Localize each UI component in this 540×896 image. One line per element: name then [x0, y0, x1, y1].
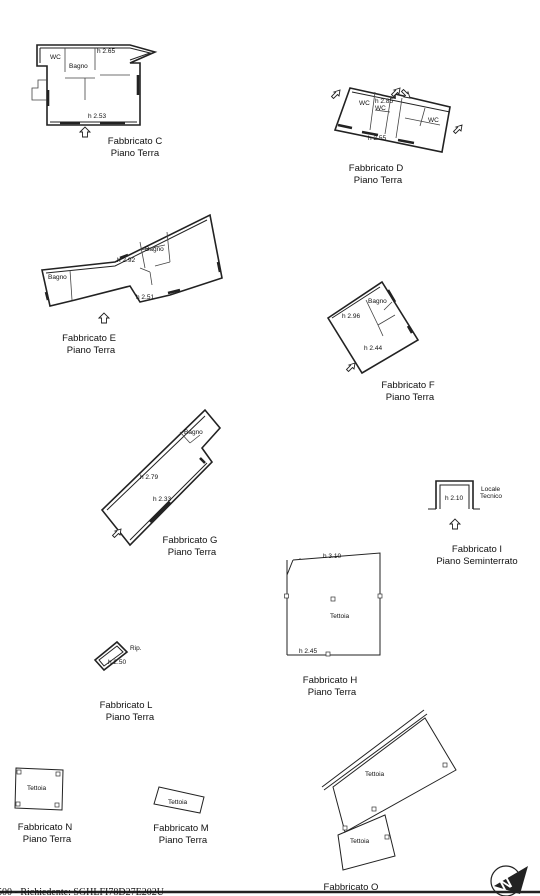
entrance-arrow-d4: [452, 124, 463, 135]
height-f-1: h 2.96: [342, 313, 360, 320]
label-i-room1: Locale: [481, 486, 501, 493]
entrance-arrow-d3: [400, 88, 411, 99]
caption-d-name: Fabbricato D: [349, 163, 404, 174]
caption-m-name: Fabbricato M: [153, 823, 209, 834]
label-l-room: Rip.: [130, 645, 142, 652]
caption-n-name: Fabbricato N: [18, 822, 73, 833]
height-f-2: h 2.44: [364, 345, 382, 352]
label-i-room2: Tecnico: [480, 493, 502, 500]
caption-i-floor: Piano Seminterrato: [436, 556, 517, 567]
label-d-wc2: WC: [375, 105, 386, 112]
height-i: h 2.10: [445, 495, 463, 502]
building-e: Bagno Bagno h 2.92 h 2.51 Fabbricato E P…: [41, 213, 223, 356]
building-c: WC Bagno h 2.65 h 2.53 Fabbricato C Pian…: [31, 44, 163, 159]
caption-c-floor: Piano Terra: [111, 148, 160, 159]
label-m-room: Tettoia: [168, 799, 188, 806]
height-h-1: h 3.10: [323, 553, 341, 560]
label-d-wc1: WC: [359, 100, 370, 107]
entrance-arrow-e: [97, 312, 111, 324]
height-l: h 2.50: [108, 659, 126, 666]
caption-g-name: Fabbricato G: [163, 535, 218, 546]
north-arrow-icon: N: [490, 865, 528, 896]
entrance-arrow-g: [111, 528, 122, 539]
caption-o-name: Fabbricato O: [324, 882, 379, 893]
label-h-room: Tettoia: [330, 613, 350, 620]
building-n: Tettoia Fabbricato N Piano Terra: [14, 767, 73, 845]
caption-i-name: Fabbricato I: [452, 544, 502, 555]
building-g: Bagno h 2.79 h 2.33 Fabbricato G Piano T…: [100, 408, 222, 558]
height-g-2: h 2.33: [153, 496, 171, 503]
height-e-1: h 2.92: [117, 257, 135, 264]
label-o-room2: Tettoia: [350, 838, 370, 845]
height-c-2: h 2.53: [88, 113, 106, 120]
entrance-arrow-c: [78, 126, 92, 138]
caption-e-name: Fabbricato E: [62, 333, 116, 344]
height-e-2: h 2.51: [136, 294, 154, 301]
building-o: Tettoia Tettoia Fabbricato O: [321, 709, 457, 893]
caption-l-name: Fabbricato L: [100, 700, 153, 711]
entrance-arrow-d2: [390, 87, 401, 98]
label-g-bagno: Bagno: [184, 429, 203, 436]
label-c-bagno: Bagno: [69, 63, 88, 70]
label-c-wc: WC: [50, 54, 61, 61]
height-c-1: h 2.65: [97, 48, 115, 55]
height-g-1: h 2.79: [140, 474, 158, 481]
entrance-arrow-i: [448, 518, 462, 530]
label-d-wc3: WC: [428, 117, 439, 124]
caption-n-floor: Piano Terra: [23, 834, 72, 845]
building-h: h 3.10 Tettoia h 2.45 Fabbricato H Piano…: [284, 552, 383, 698]
caption-g-floor: Piano Terra: [168, 547, 217, 558]
building-m: Tettoia Fabbricato M Piano Terra: [153, 786, 209, 846]
label-n-room: Tettoia: [27, 785, 47, 792]
building-f: Bagno h 2.96 h 2.44 Fabbricato F Piano T…: [326, 280, 435, 403]
label-o-room1: Tettoia: [365, 771, 385, 778]
height-h-2: h 2.45: [299, 648, 317, 655]
caption-e-floor: Piano Terra: [67, 345, 116, 356]
entrance-arrow-f: [345, 362, 356, 373]
caption-l-floor: Piano Terra: [106, 712, 155, 723]
caption-f-name: Fabbricato F: [381, 380, 435, 391]
caption-h-name: Fabbricato H: [303, 675, 358, 686]
building-l: Rip. h 2.50 Fabbricato L Piano Terra: [93, 640, 155, 723]
caption-d-floor: Piano Terra: [354, 175, 403, 186]
caption-f-floor: Piano Terra: [386, 392, 435, 403]
building-d: WC h 2.85 WC WC h 2.55 Fabbricato D Pian…: [330, 87, 463, 186]
caption-m-floor: Piano Terra: [159, 835, 208, 846]
height-d-1: h 2.85: [375, 98, 393, 105]
entrance-arrow-d1: [330, 89, 341, 100]
caption-c-name: Fabbricato C: [108, 136, 163, 147]
building-i: Locale Tecnico h 2.10 Fabbricato I Piano…: [428, 480, 518, 567]
label-e-bagno2: Bagno: [145, 246, 164, 253]
footer-text: 500 - Richiedente: SGHLFI78D27E202U: [0, 887, 165, 896]
label-f-bagno: Bagno: [368, 298, 387, 305]
caption-h-floor: Piano Terra: [308, 687, 357, 698]
label-e-bagno1: Bagno: [48, 274, 67, 281]
height-d-2: h 2.55: [368, 135, 386, 142]
